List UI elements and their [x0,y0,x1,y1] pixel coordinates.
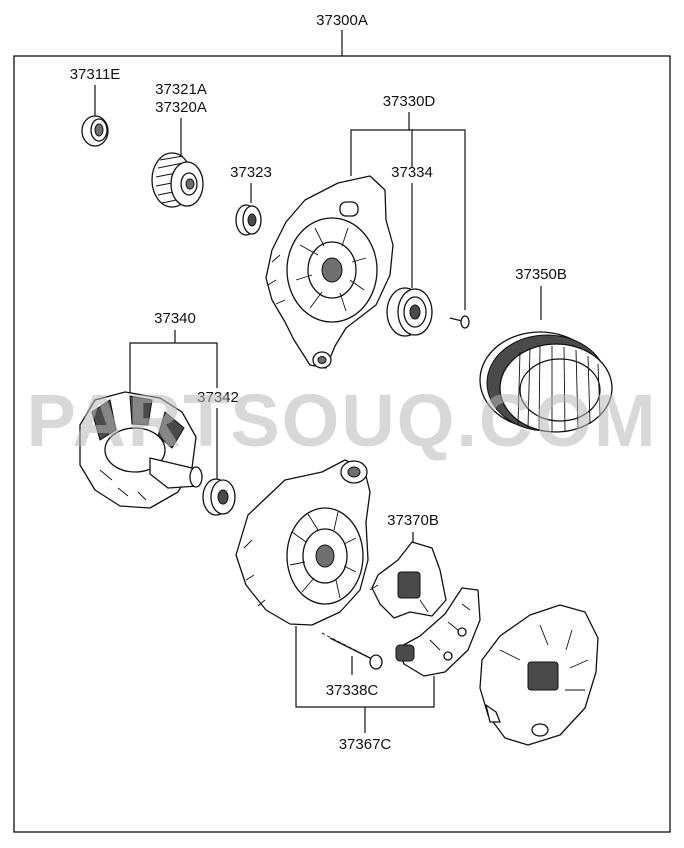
rear-housing [235,459,371,626]
rear-cover [479,604,599,746]
label-37300A: 37300A [316,12,368,29]
label-37338C: 37338C [326,682,379,699]
label-37321A: 37321A [155,81,207,98]
label-37330D: 37330D [383,93,436,110]
rotor-37340 [79,391,203,509]
label-37323: 37323 [230,164,272,181]
bearing-37323 [235,204,262,236]
label-37370B: 37370B [387,512,439,529]
bearing-37342 [202,478,236,516]
rectifier-37367C [395,587,481,677]
watermark-text: PARTSOUQ.COM [26,379,657,462]
label-37320A: 37320A [155,99,207,116]
label-37367C: 37367C [339,736,392,753]
stator-37350B [479,331,613,433]
label-37334: 37334 [391,164,433,181]
bearing-37334 [386,287,433,337]
nut-37311E [81,115,109,147]
front-housing-37330D [265,175,394,369]
screw-37330D [449,315,470,329]
label-37311E: 37311E [70,66,121,83]
regulator-37370B [369,541,447,619]
pulley-37320A [151,152,204,208]
label-37342: 37342 [197,389,239,406]
bolt-37338C [321,632,383,670]
label-37340: 37340 [154,310,196,327]
label-37350B: 37350B [515,266,567,283]
